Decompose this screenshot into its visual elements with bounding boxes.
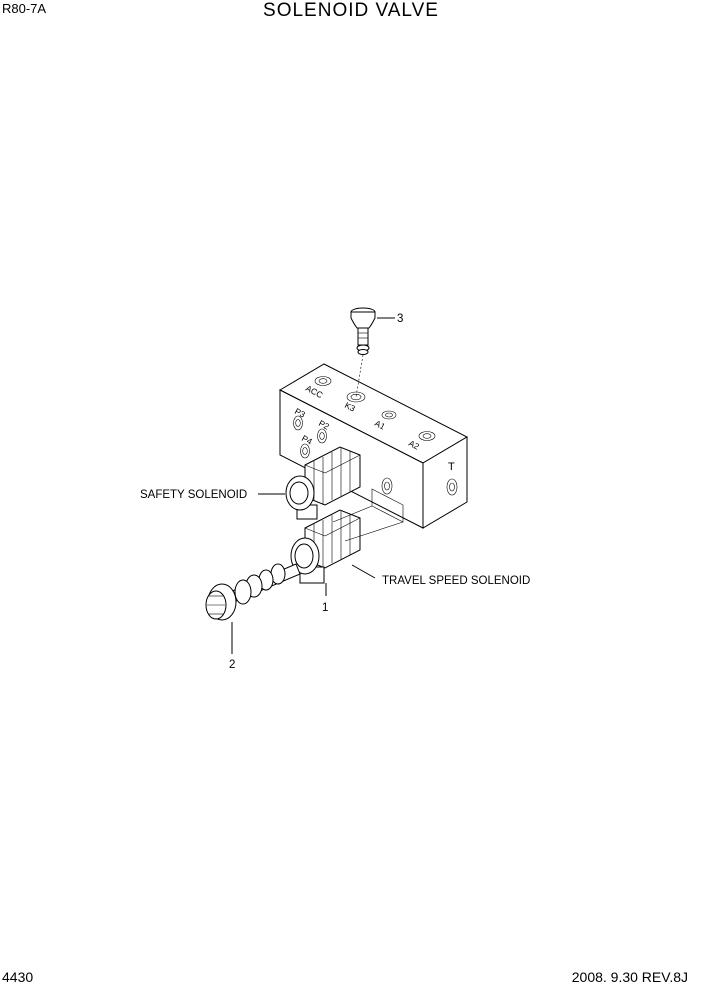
callout-item-1: 1 [322, 602, 328, 614]
side-port [446, 478, 458, 496]
page-number: 4430 [2, 969, 34, 985]
port-label-k3: K3 [343, 400, 357, 414]
port-label-t: T [448, 461, 455, 473]
port-label-p2: P2 [317, 418, 331, 432]
callout-item-2: 2 [229, 659, 235, 671]
port-label-p4: P4 [300, 433, 314, 447]
safety-solenoid [285, 446, 361, 520]
cartridge-valve-part-2 [205, 563, 301, 621]
revision-date: 2008. 9.30 REV.8J [571, 969, 688, 985]
front-ports [293, 415, 393, 495]
port-label-a2: A2 [407, 438, 421, 452]
callout-item-3: 3 [397, 313, 403, 325]
port-label-p3: P3 [293, 406, 307, 420]
port-label-a1: A1 [373, 418, 387, 432]
travel-speed-solenoid [290, 509, 361, 584]
callout-travel-speed-solenoid: TRAVEL SPEED SOLENOID [382, 575, 530, 587]
top-ports [314, 376, 436, 441]
plug-part-3 [350, 307, 395, 398]
model-code: R80-7A [2, 1, 47, 16]
callout-safety-solenoid: SAFETY SOLENOID [140, 489, 247, 501]
page-title: SOLENOID VALVE [263, 0, 439, 21]
